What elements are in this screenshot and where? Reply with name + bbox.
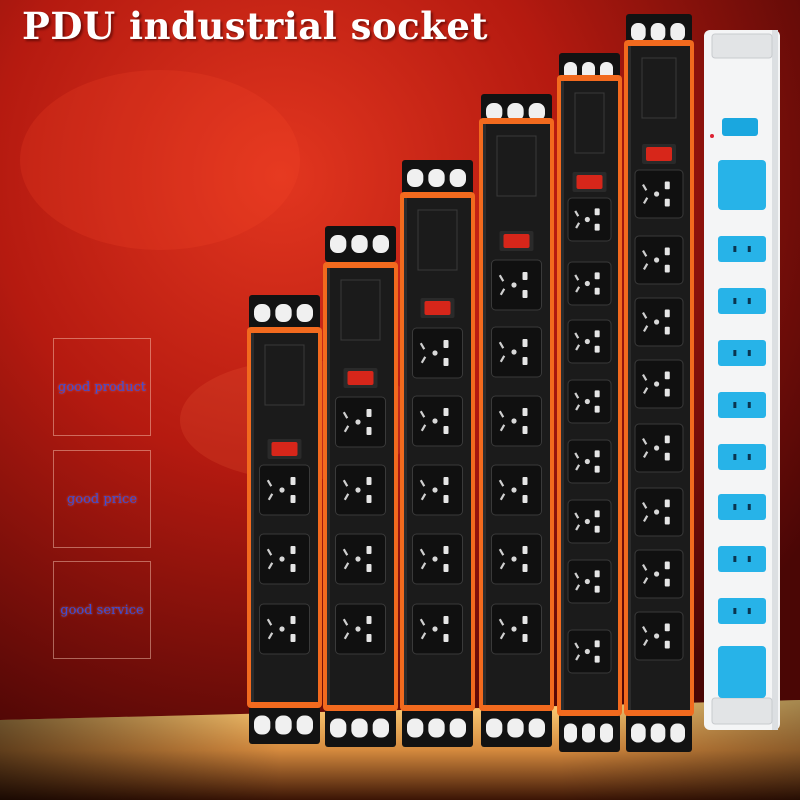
label-plate: [496, 135, 537, 197]
outlet: [718, 494, 766, 520]
feature-box-price: good price: [53, 450, 151, 548]
power-strip: [557, 53, 622, 752]
switch-rocker: [576, 175, 603, 189]
label-plate: [641, 57, 677, 119]
switch-rocker: [424, 301, 451, 315]
outlet: [718, 160, 766, 210]
switch-rocker: [646, 147, 672, 161]
label-plate: [574, 92, 605, 154]
indicator-light: [710, 134, 714, 138]
feature-label: good product: [58, 379, 146, 395]
outlet: [718, 598, 766, 624]
switch-rocker: [271, 442, 298, 456]
headline-title: PDU industrial socket: [22, 4, 488, 48]
outlet: [718, 646, 766, 698]
feature-label: good service: [60, 602, 144, 618]
feature-box-product: good product: [53, 338, 151, 436]
switch-rocker: [347, 371, 374, 385]
mounting-bracket: [711, 697, 773, 725]
outlet: [718, 288, 766, 314]
power-strip: [400, 160, 475, 747]
power-strip: [624, 14, 694, 752]
feature-label: good price: [66, 491, 138, 507]
feature-box-service: good service: [53, 561, 151, 659]
outlet: [718, 546, 766, 572]
power-strip: [323, 226, 398, 747]
label-plate: [417, 209, 458, 271]
power-strip: [247, 295, 322, 744]
switch-rocker: [503, 234, 530, 248]
outlet: [718, 444, 766, 470]
outlet: [718, 340, 766, 366]
label-plate: [264, 344, 305, 406]
power-strip: [704, 30, 780, 730]
label-plate: [340, 279, 381, 341]
power-switch: [722, 118, 758, 136]
outlet: [718, 236, 766, 262]
outlet: [718, 392, 766, 418]
mounting-bracket: [711, 33, 773, 59]
power-strip: [479, 94, 554, 747]
